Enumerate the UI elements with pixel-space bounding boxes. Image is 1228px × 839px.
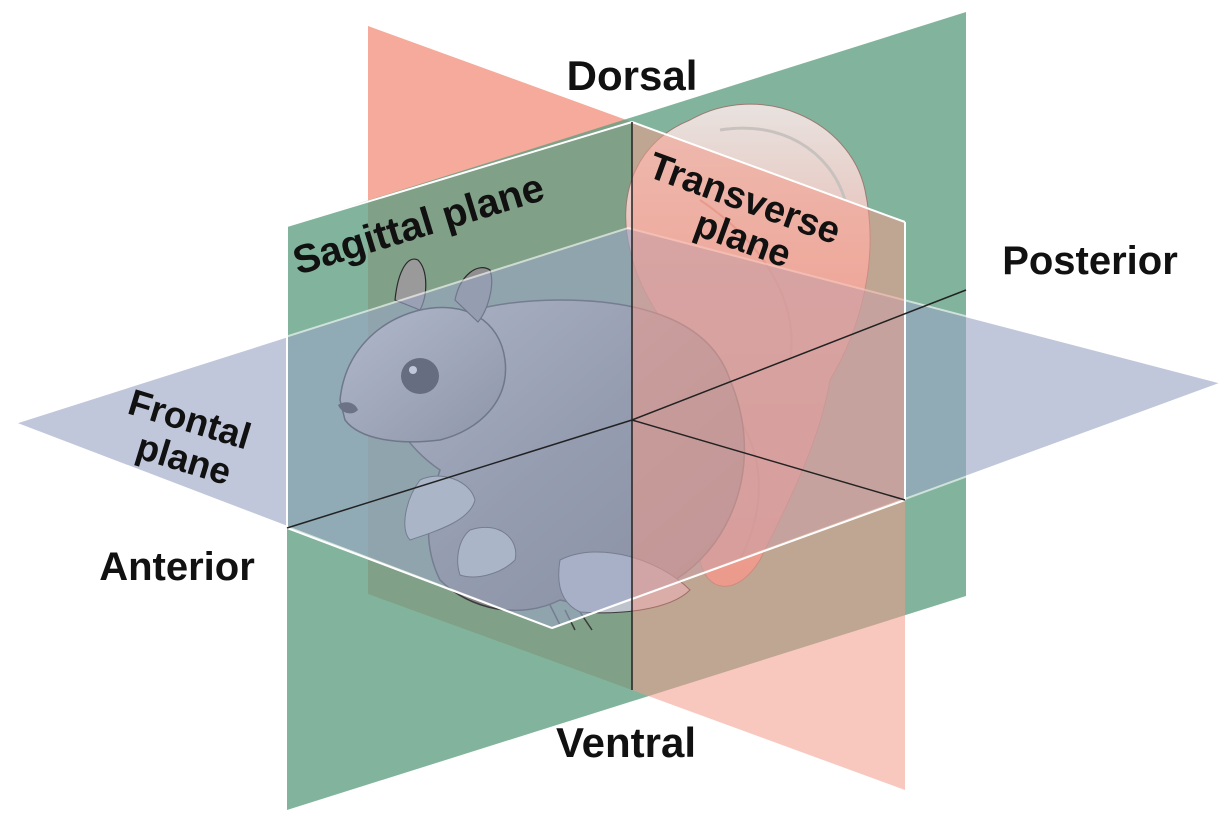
- dorsal-label: Dorsal: [567, 52, 698, 99]
- posterior-label: Posterior: [1002, 239, 1178, 283]
- ventral-label: Ventral: [556, 719, 696, 766]
- anterior-label: Anterior: [99, 545, 255, 589]
